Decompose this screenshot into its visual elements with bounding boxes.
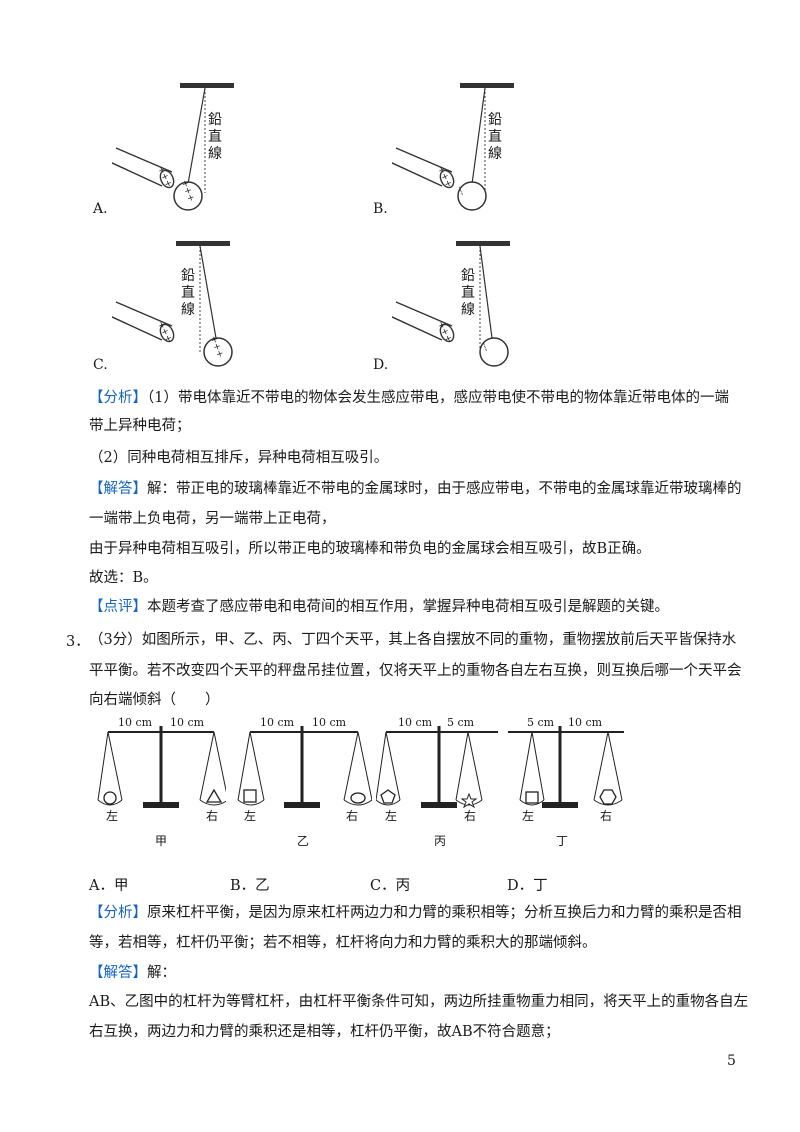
arm-label-ding-right: 10 cm xyxy=(568,716,603,729)
q2-solution-line3: 由于异种电荷相互吸引，所以带正电的玻璃棒和带负电的金属球会相互吸引，故B正确。 xyxy=(89,541,651,557)
balance-name-yi: 乙 xyxy=(297,834,310,848)
q3-analysis-line2: 等，若相等，杠杆仍平衡；若不相等，杠杆将向力和力臂的乘积大的那端倾斜。 xyxy=(89,935,597,951)
q3-option-b: B．乙 xyxy=(230,878,270,894)
q3-option-c: C．丙 xyxy=(370,878,411,894)
page-number: 5 xyxy=(727,1053,736,1069)
balance-figure-yi xyxy=(236,712,372,832)
balance-name-bing: 丙 xyxy=(434,834,447,848)
q2-analysis-line2: 带上异种电荷； xyxy=(89,418,191,434)
q2-comment-line: 【点评】本题考查了感应带电和电荷间的相互作用，掌握异种电荷相互吸引是解题的关键。 xyxy=(89,599,669,615)
analysis-tag: 【分析】 xyxy=(89,390,147,406)
arm-label-yi-left: 10 cm xyxy=(260,716,295,729)
q2-analysis-line1: 【分析】（1）带电体靠近不带电的物体会发生感应带电，感应带电使不带电的物体靠近带… xyxy=(89,390,729,406)
comment-tag: 【点评】 xyxy=(89,599,147,615)
side-label-ding-right: 右 xyxy=(600,809,613,823)
pendulum-figure-c xyxy=(112,236,252,376)
q3-option-a: A．甲 xyxy=(89,878,129,894)
q2-analysis-line3: （2）同种电荷相互排斥，异种电荷相互吸引。 xyxy=(89,450,389,466)
option-label-a: A. xyxy=(93,201,108,217)
side-label-jia-left: 左 xyxy=(106,809,119,823)
q3-solution-line2: 右互换，两边力和力臂的乘积还是相等，杠杆仍平衡，故AB不符合题意； xyxy=(89,1024,560,1040)
arm-label-bing-right: 5 cm xyxy=(447,716,475,729)
balance-name-ding: 丁 xyxy=(556,834,569,848)
balance-figure-ding xyxy=(504,712,640,832)
option-label-c: C. xyxy=(93,357,108,373)
arm-label-ding-left: 5 cm xyxy=(527,716,555,729)
q2-solution-line2: 一端带上负电荷，另一端带上正电荷， xyxy=(89,511,336,527)
side-label-ding-left: 左 xyxy=(522,809,535,823)
side-label-yi-left: 左 xyxy=(244,809,257,823)
side-label-yi-right: 右 xyxy=(346,809,359,823)
solution-tag: 【解答】 xyxy=(89,481,147,497)
option-label-b: B. xyxy=(373,201,388,217)
balance-name-jia: 甲 xyxy=(155,834,168,848)
vertical-line-label-d: 鉛直線 xyxy=(461,268,475,318)
side-label-bing-left: 左 xyxy=(385,809,398,823)
vertical-line-label-b: 鉛直線 xyxy=(488,112,502,162)
pendulum-figure-d xyxy=(392,236,532,376)
option-label-d: D. xyxy=(373,357,389,373)
q3-stem-line3: 向右端倾斜（ ） xyxy=(89,692,220,708)
q3-option-d: D．丁 xyxy=(507,878,548,894)
q3-stem-line2: 平平衡。若不改变四个天平的秤盘吊挂位置，仅将天平上的重物各自左右互换，则互换后哪… xyxy=(89,663,742,679)
arm-label-jia-right: 10 cm xyxy=(170,716,205,729)
side-label-bing-right: 右 xyxy=(464,809,477,823)
solution-tag: 【解答】 xyxy=(89,965,147,981)
side-label-jia-right: 右 xyxy=(206,809,219,823)
arm-label-jia-left: 10 cm xyxy=(118,716,153,729)
pendulum-figure-a xyxy=(112,78,242,218)
vertical-line-label-c: 鉛直線 xyxy=(181,268,195,318)
balance-figure-bing xyxy=(376,712,500,832)
vertical-line-label-a: 鉛直線 xyxy=(208,112,222,162)
q3-analysis-line1: 【分析】原来杠杆平衡，是因为原来杠杆两边力和力臂的乘积相等；分析互换后力和力臂的… xyxy=(89,905,742,921)
q3-solution-head: 【解答】解： xyxy=(89,965,176,981)
arm-label-bing-left: 10 cm xyxy=(398,716,433,729)
balance-figure-jia xyxy=(96,712,226,832)
arm-label-yi-right: 10 cm xyxy=(312,716,347,729)
pendulum-figure-b xyxy=(392,78,522,218)
q3-solution-line1: AB、乙图中的杠杆为等臂杠杆，由杠杆平衡条件可知，两边所挂重物重力相同，将天平上… xyxy=(89,994,749,1010)
q2-solution-line1: 【解答】解：带正电的玻璃棒靠近不带电的金属球时，由于感应带电，不带电的金属球靠近… xyxy=(89,481,742,497)
analysis-tag: 【分析】 xyxy=(89,905,147,921)
q3-number: 3． xyxy=(66,634,90,650)
q2-choice-line: 故选：B。 xyxy=(89,570,158,586)
q3-stem-line1: （3分）如图所示，甲、乙、丙、丁四个天平，其上各自摆放不同的重物，重物摆放前后天… xyxy=(89,632,737,648)
